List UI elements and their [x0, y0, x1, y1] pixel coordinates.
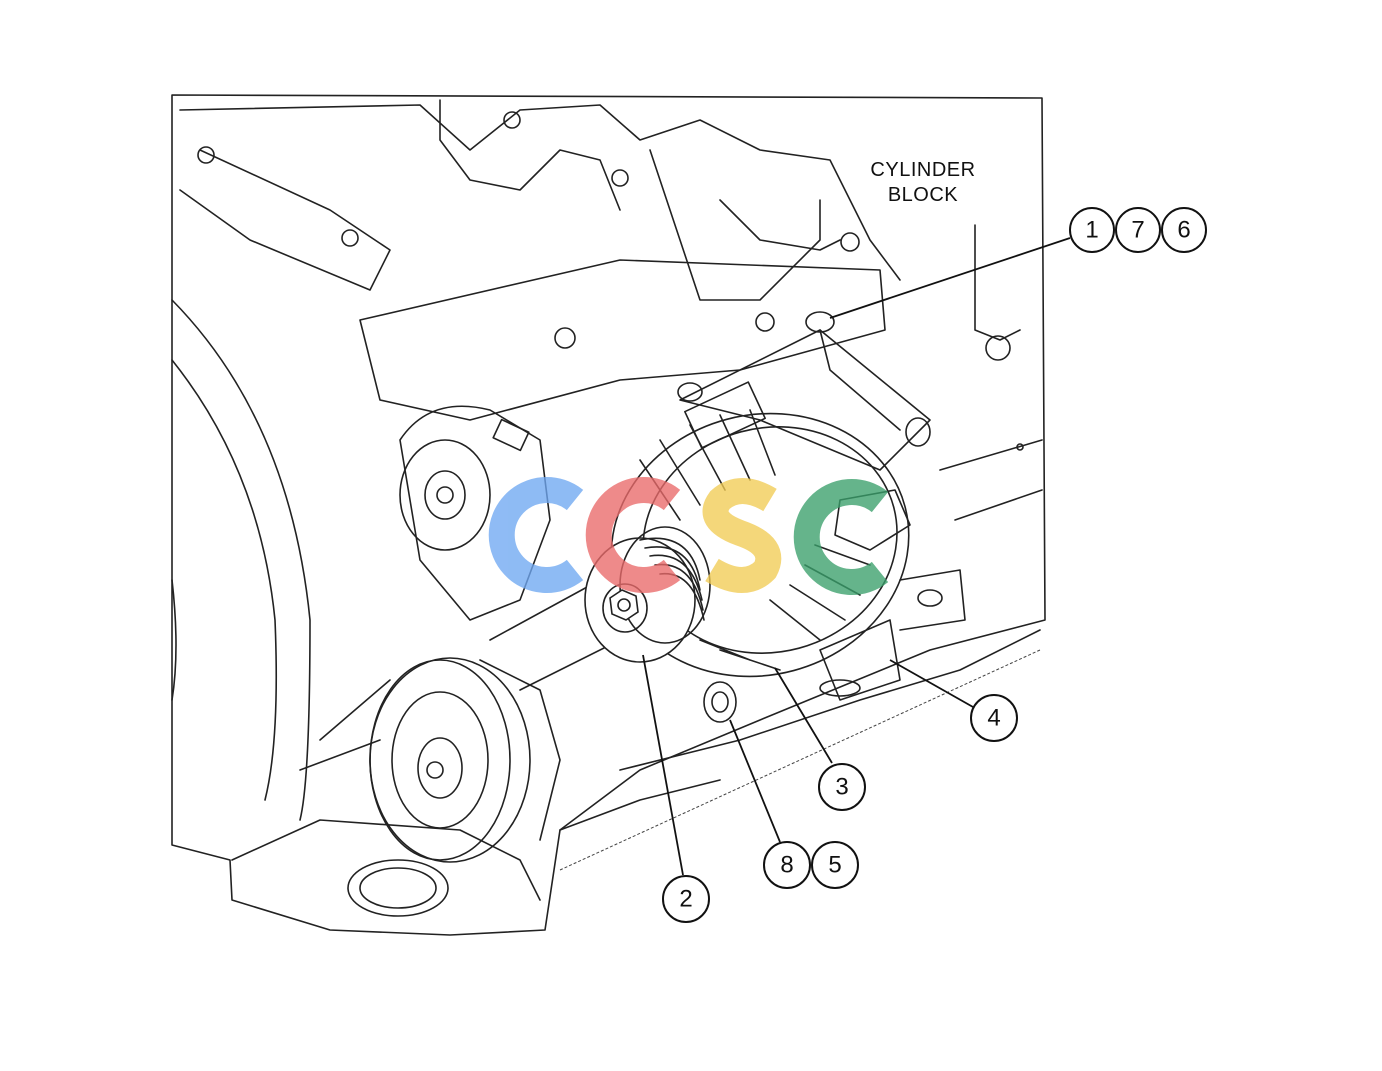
leader-2 — [642, 654, 684, 876]
cylinder-block-label-line2: BLOCK — [888, 184, 958, 206]
callout-5: 5 — [811, 841, 859, 889]
callout-7: 7 — [1115, 207, 1161, 253]
svg-text:5: 5 — [828, 852, 841, 879]
belt-tensioner-drawing — [399, 405, 551, 621]
leader-8-5 — [729, 719, 781, 843]
alternator-drawing — [584, 311, 966, 723]
svg-text:7: 7 — [1131, 217, 1144, 244]
callout-3: 3 — [818, 763, 866, 811]
leader-lines — [642, 237, 1071, 876]
callout-4: 4 — [970, 694, 1018, 742]
leader-4 — [889, 659, 974, 708]
callout-6: 6 — [1161, 207, 1207, 253]
engine-block-drawing — [171, 94, 1046, 936]
cylinder-block-label-line1: CYLINDER — [870, 159, 975, 181]
svg-text:6: 6 — [1177, 217, 1190, 244]
leader-3 — [774, 667, 833, 764]
watermark-letter-1 — [488, 477, 584, 593]
callout-2: 2 — [662, 875, 710, 923]
watermark-letter-2 — [585, 477, 681, 593]
leader-1-7-6 — [829, 237, 1071, 319]
svg-text:8: 8 — [780, 852, 793, 879]
watermark-letter-3 — [702, 478, 782, 593]
svg-text:4: 4 — [987, 705, 1000, 732]
callout-8: 8 — [763, 841, 811, 889]
watermark-logo — [488, 477, 889, 595]
svg-text:1: 1 — [1085, 217, 1098, 244]
svg-text:2: 2 — [679, 886, 692, 913]
watermark-letter-4 — [793, 479, 889, 595]
svg-text:3: 3 — [835, 774, 848, 801]
callout-1: 1 — [1069, 207, 1115, 253]
